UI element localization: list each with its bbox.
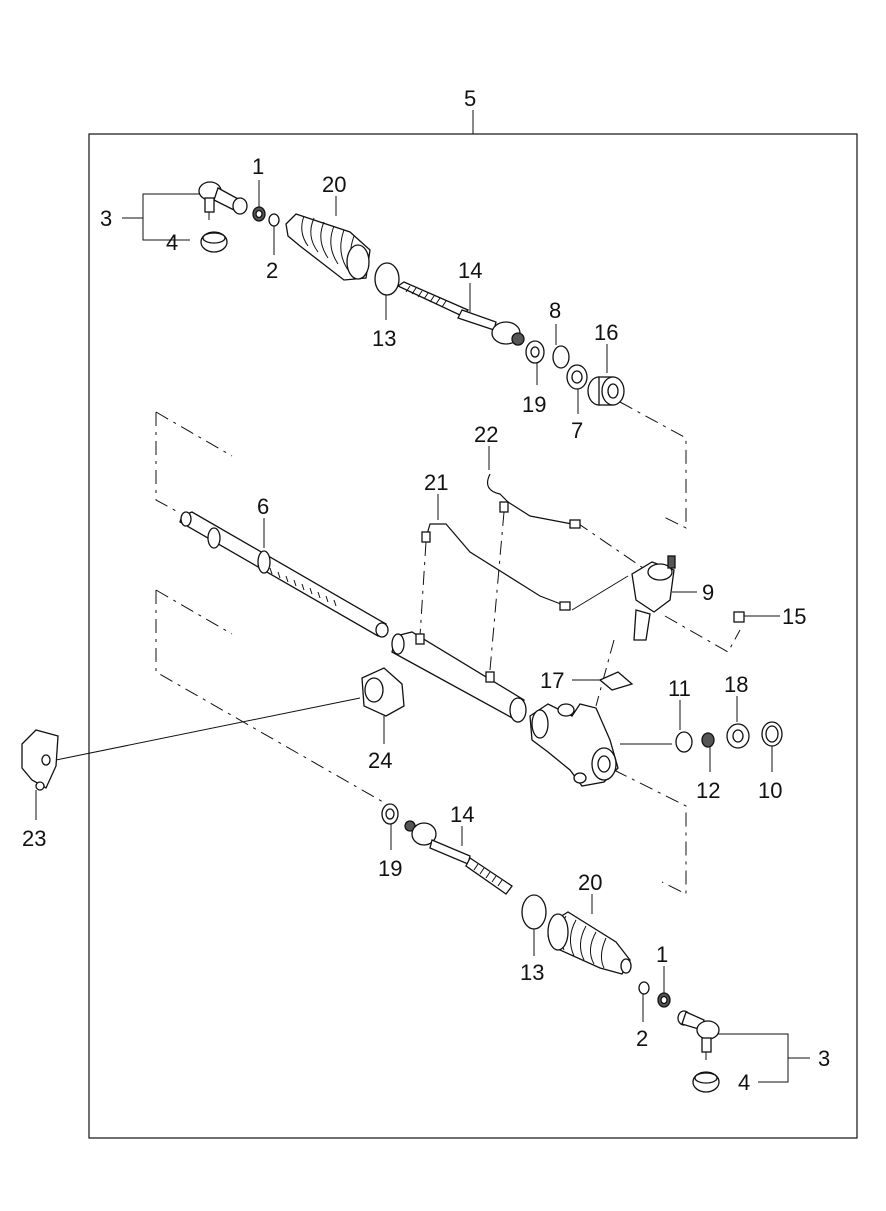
mount-bushing-24 (361, 667, 405, 744)
gear-housing-tube (391, 631, 527, 723)
label-6: 6 (257, 494, 269, 519)
label-21: 21 (424, 470, 448, 495)
spring-18 (726, 696, 750, 749)
label-3-lower: 3 (818, 1046, 830, 1071)
label-15: 15 (782, 604, 806, 629)
gear-housing-body (529, 703, 619, 787)
label-1-lower: 1 (656, 942, 668, 967)
bolt-15 (733, 611, 780, 623)
cover-10 (761, 721, 783, 772)
label-22: 22 (474, 422, 498, 447)
clip-upper (374, 262, 400, 320)
label-13-upper: 13 (372, 326, 396, 351)
nut-12 (701, 732, 715, 772)
bushing-16 (587, 344, 625, 406)
label-16: 16 (594, 320, 618, 345)
label-14-lower: 14 (450, 802, 474, 827)
label-8: 8 (549, 298, 561, 323)
dust-boot-lower (547, 894, 632, 975)
tie-rod-end-upper (122, 181, 248, 253)
label-24: 24 (368, 748, 392, 773)
label-20-upper: 20 (322, 172, 346, 197)
label-10: 10 (758, 778, 782, 803)
label-9: 9 (702, 580, 714, 605)
washer-19-lower (381, 803, 399, 850)
label-2-upper: 2 (266, 258, 278, 283)
inner-tie-rod-lower (404, 820, 513, 895)
label-7: 7 (571, 418, 583, 443)
label-17: 17 (540, 668, 564, 693)
assembly-frame (88, 133, 858, 1139)
nut-lower (657, 966, 671, 1008)
label-1-upper: 1 (252, 154, 264, 179)
label-3-upper: 3 (100, 206, 112, 231)
label-11: 11 (668, 676, 691, 701)
label-19-upper: 19 (522, 392, 546, 417)
callout-labels: 5 1 20 3 4 2 14 8 13 16 19 7 22 21 6 9 1… (22, 86, 830, 1095)
o-ring-8 (552, 324, 570, 369)
valve-body-9 (571, 555, 697, 641)
lock-nut-lower (638, 981, 650, 1022)
feed-tube-21 (419, 494, 571, 637)
yoke-plug-11 (620, 700, 693, 753)
assembly-guide-lines (155, 401, 741, 895)
dust-boot-upper (285, 196, 371, 281)
nut-upper (252, 180, 266, 222)
inner-tie-rod-upper (396, 281, 525, 346)
label-14-upper: 14 (458, 258, 482, 283)
label-20-lower: 20 (578, 870, 602, 895)
tie-rod-end-lower (677, 1010, 810, 1093)
label-4-lower: 4 (738, 1070, 750, 1095)
label-5: 5 (464, 86, 476, 111)
feed-tube-22 (487, 446, 581, 671)
label-2-lower: 2 (636, 1026, 648, 1051)
label-12: 12 (696, 778, 720, 803)
rack-bar (179, 511, 389, 638)
label-23: 23 (22, 826, 46, 851)
gasket-17 (572, 671, 634, 691)
label-19-lower: 19 (378, 856, 402, 881)
mount-bracket-23 (21, 697, 361, 820)
label-4-upper: 4 (166, 230, 178, 255)
label-13-lower: 13 (520, 960, 544, 985)
label-18: 18 (724, 672, 748, 697)
lock-nut-upper (268, 213, 280, 255)
clip-lower (521, 894, 547, 956)
seal-7 (566, 364, 588, 414)
washer-19-upper (525, 340, 545, 385)
